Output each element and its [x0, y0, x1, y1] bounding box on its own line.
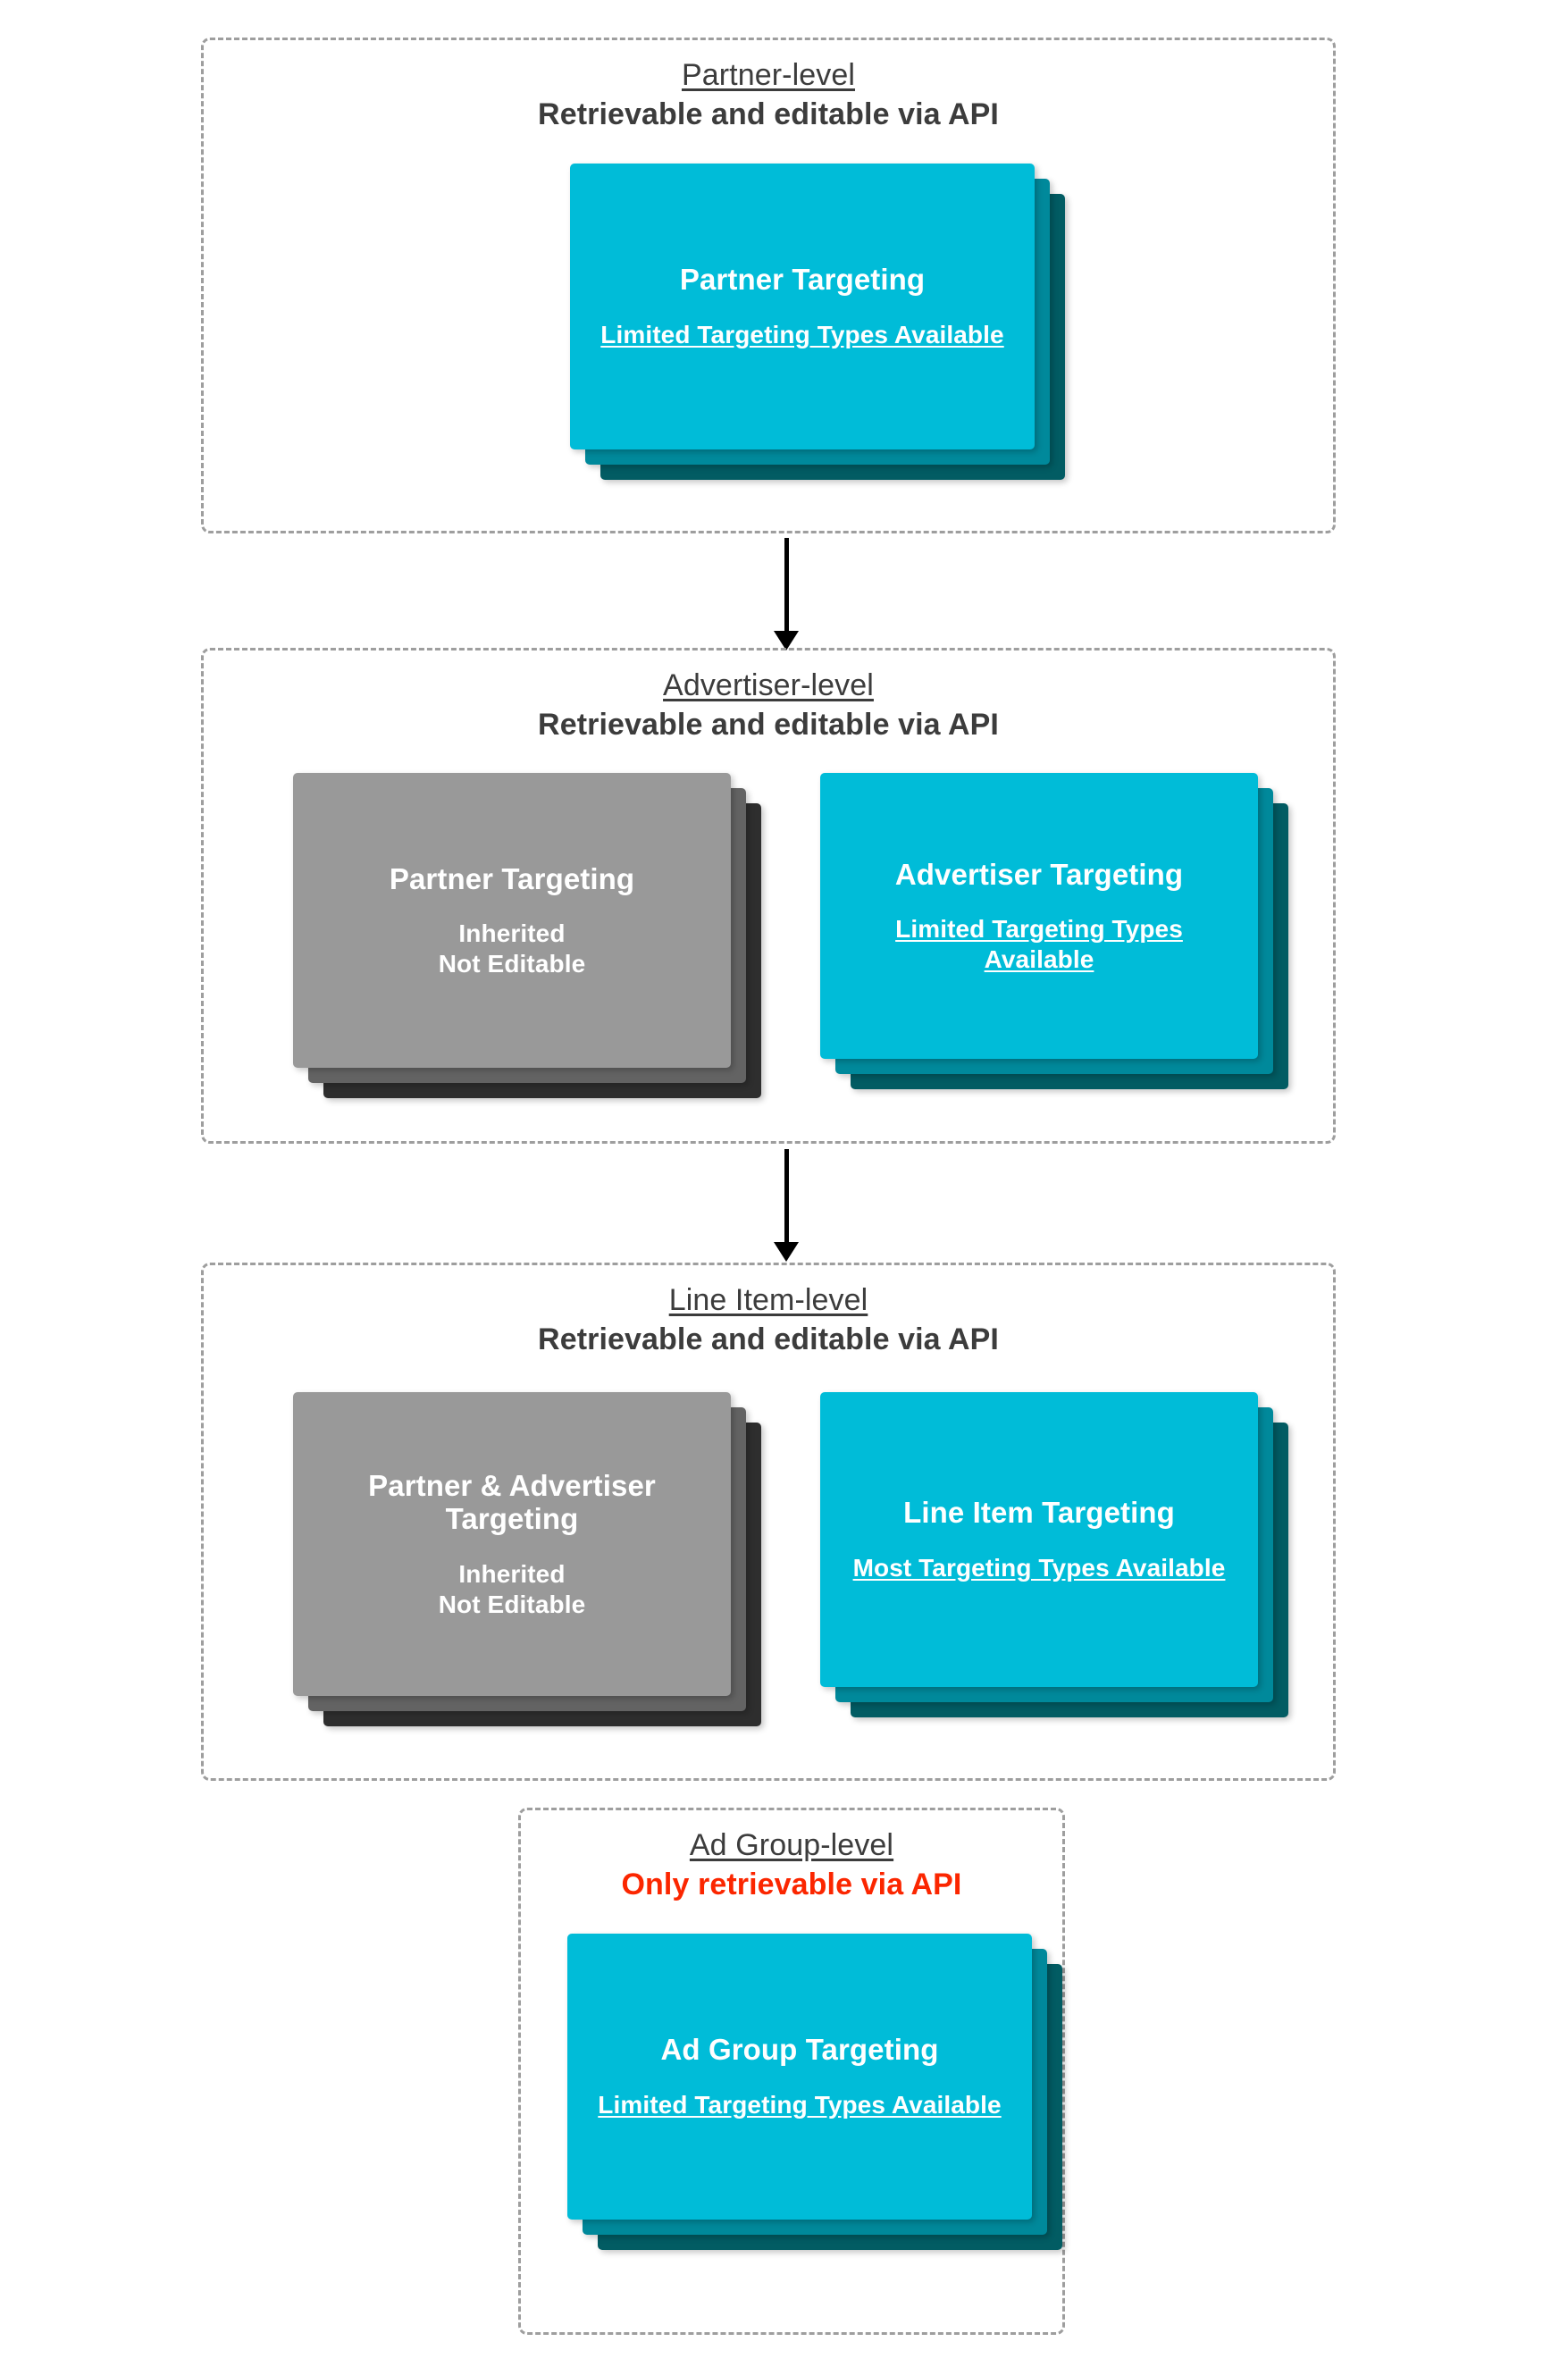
card-title: Ad Group Targeting [660, 2033, 939, 2067]
card-title: Partner Targeting [389, 861, 635, 895]
arrow-head-icon [774, 1242, 799, 1262]
card-content: Line Item Targeting Most Targeting Types… [820, 1392, 1258, 1687]
level-title-ad-group: Ad Group-level [689, 1828, 894, 1862]
level-title-partner: Partner-level [681, 58, 856, 92]
level-box-ad-group: Ad Group-level Only retrievable via API … [518, 1808, 1065, 2335]
level-box-line-item: Line Item-level Retrievable and editable… [201, 1263, 1336, 1781]
level-api-note-line-item: Retrievable and editable via API [538, 1322, 999, 1357]
card-title: Line Item Targeting [903, 1496, 1175, 1530]
level-heading-advertiser: Advertiser-level Retrievable and editabl… [204, 668, 1333, 742]
card-stack-line-item-targeting[interactable]: Line Item Targeting Most Targeting Types… [820, 1392, 1288, 1717]
level-box-advertiser: Advertiser-level Retrievable and editabl… [201, 648, 1336, 1144]
arrow-shaft [784, 538, 789, 634]
level-title-advertiser: Advertiser-level [663, 668, 874, 702]
level-api-note-partner: Retrievable and editable via API [538, 97, 999, 132]
card-content: Ad Group Targeting Limited Targeting Typ… [567, 1934, 1032, 2220]
level-heading-partner: Partner-level Retrievable and editable v… [204, 58, 1333, 131]
card-subtitle: Limited Targeting Types Available [600, 321, 1004, 348]
card-content: Partner Targeting Limited Targeting Type… [570, 164, 1035, 449]
card-title: Partner & Advertiser Targeting [368, 1468, 656, 1536]
level-heading-ad-group: Ad Group-level Only retrievable via API [521, 1828, 1062, 1901]
level-api-note-advertiser: Retrievable and editable via API [538, 708, 999, 743]
card-content: Partner Targeting Inherited Not Editable [293, 773, 731, 1068]
arrow-shaft [784, 1149, 789, 1246]
card-layer-front: Partner Targeting Limited Targeting Type… [570, 164, 1035, 449]
card-layer-front: Partner & Advertiser Targeting Inherited… [293, 1392, 731, 1696]
level-title-line-item: Line Item-level [668, 1283, 868, 1317]
card-layer-front: Line Item Targeting Most Targeting Types… [820, 1392, 1258, 1687]
card-stack-partner-targeting[interactable]: Partner Targeting Limited Targeting Type… [570, 164, 1065, 480]
card-layer-front: Partner Targeting Inherited Not Editable [293, 773, 731, 1068]
arrow-head-icon [774, 631, 799, 651]
card-subtitle: Inherited Not Editable [438, 1560, 586, 1618]
card-content: Advertiser Targeting Limited Targeting T… [820, 773, 1258, 1059]
level-heading-line-item: Line Item-level Retrievable and editable… [204, 1283, 1333, 1356]
card-title: Advertiser Targeting [894, 857, 1184, 891]
card-stack-advertiser-targeting[interactable]: Advertiser Targeting Limited Targeting T… [820, 773, 1288, 1089]
card-stack-advertiser-inherited[interactable]: Partner Targeting Inherited Not Editable [293, 773, 761, 1098]
card-subtitle: Most Targeting Types Available [852, 1554, 1226, 1582]
card-stack-line-item-inherited[interactable]: Partner & Advertiser Targeting Inherited… [293, 1392, 761, 1726]
card-stack-ad-group-targeting[interactable]: Ad Group Targeting Limited Targeting Typ… [567, 1934, 1062, 2250]
card-layer-front: Advertiser Targeting Limited Targeting T… [820, 773, 1258, 1059]
card-layer-front: Ad Group Targeting Limited Targeting Typ… [567, 1934, 1032, 2220]
card-subtitle: Limited Targeting Types Available [598, 2091, 1002, 2119]
card-content: Partner & Advertiser Targeting Inherited… [293, 1392, 731, 1696]
level-api-note-ad-group: Only retrievable via API [621, 1868, 962, 1902]
card-subtitle: Inherited Not Editable [438, 919, 586, 978]
level-box-partner: Partner-level Retrievable and editable v… [201, 38, 1336, 533]
card-subtitle: Limited Targeting Types Available [895, 915, 1183, 973]
card-title: Partner Targeting [679, 263, 926, 297]
